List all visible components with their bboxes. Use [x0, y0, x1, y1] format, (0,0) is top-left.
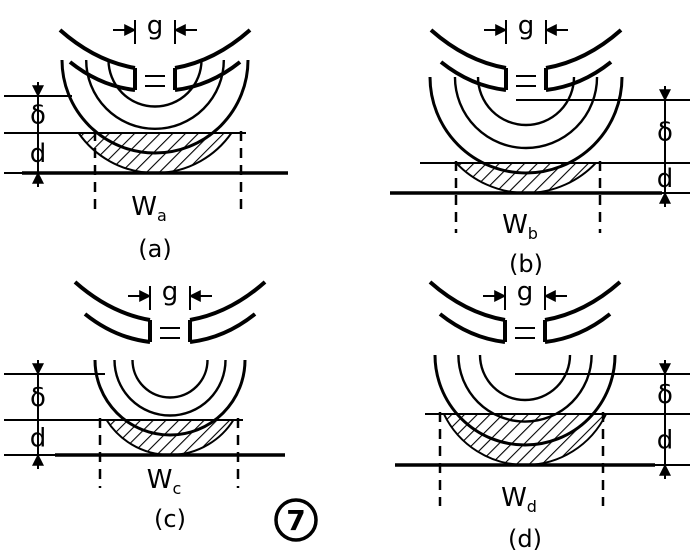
panel-caption: (c) [154, 505, 186, 533]
recorded-region-hatch [453, 162, 599, 194]
gap-label: g [518, 11, 535, 41]
head-pole-right-outer [544, 280, 622, 322]
head-pole-right-inner [545, 60, 613, 92]
panel-caption: (b) [509, 250, 543, 278]
width-label-main: W [147, 465, 173, 495]
width-label: Wb [502, 210, 538, 243]
delta-label: δ [657, 380, 673, 410]
depth-label: d [657, 426, 674, 456]
field-contour-line [453, 76, 599, 150]
depth-label: d [30, 139, 47, 169]
panel-caption: (a) [138, 235, 171, 263]
field-contour-line [131, 359, 209, 399]
field-contour-line [428, 76, 624, 175]
figure-number: 7 [286, 504, 305, 537]
delta-label: δ [30, 101, 46, 131]
width-label: Wc [147, 465, 182, 498]
delta-label: δ [30, 383, 46, 413]
field-contour-line [84, 59, 226, 131]
depth-label: d [657, 164, 674, 194]
field-contour-line [113, 359, 227, 417]
head-pole-right-inner [174, 60, 242, 92]
head-pole-left-outer [428, 280, 506, 322]
gap-label: g [147, 11, 164, 41]
field-contour-line [457, 354, 593, 423]
width-label-main: W [502, 210, 528, 240]
gap-label: g [162, 277, 179, 307]
width-label: Wd [501, 483, 537, 516]
panel-caption: (d) [508, 525, 542, 553]
head-pole-right-outer [189, 280, 267, 322]
head-pole-left-outer [73, 280, 151, 322]
head-pole-right-outer [174, 28, 252, 70]
delta-label: δ [657, 118, 673, 148]
width-label: Wa [131, 192, 167, 225]
head-pole-right-inner [544, 312, 612, 344]
field-contour-line [60, 59, 250, 155]
gap-label: g [517, 277, 534, 307]
head-pole-left-outer [58, 28, 136, 70]
head-pole-right-outer [545, 28, 623, 70]
width-label-subscript: c [172, 479, 181, 498]
recorded-region-hatch [104, 419, 236, 456]
head-pole-left-inner [439, 60, 507, 92]
head-pole-right-inner [189, 312, 257, 344]
field-contour-line [107, 59, 203, 108]
field-contour-line [93, 359, 247, 437]
width-label-subscript: a [157, 206, 167, 225]
head-pole-left-outer [429, 28, 507, 70]
figure-number-badge: 7 [274, 498, 318, 542]
depth-label: d [30, 424, 47, 454]
head-pole-left-inner [438, 312, 506, 344]
width-label-subscript: b [528, 224, 538, 243]
field-contour-line [476, 76, 576, 127]
field-contour-line [478, 354, 572, 402]
head-pole-left-inner [68, 60, 136, 92]
width-label-subscript: d [527, 497, 537, 516]
width-label-main: W [131, 192, 157, 222]
width-label-main: W [501, 483, 527, 513]
field-contour-line [433, 354, 617, 447]
head-pole-left-inner [83, 312, 151, 344]
